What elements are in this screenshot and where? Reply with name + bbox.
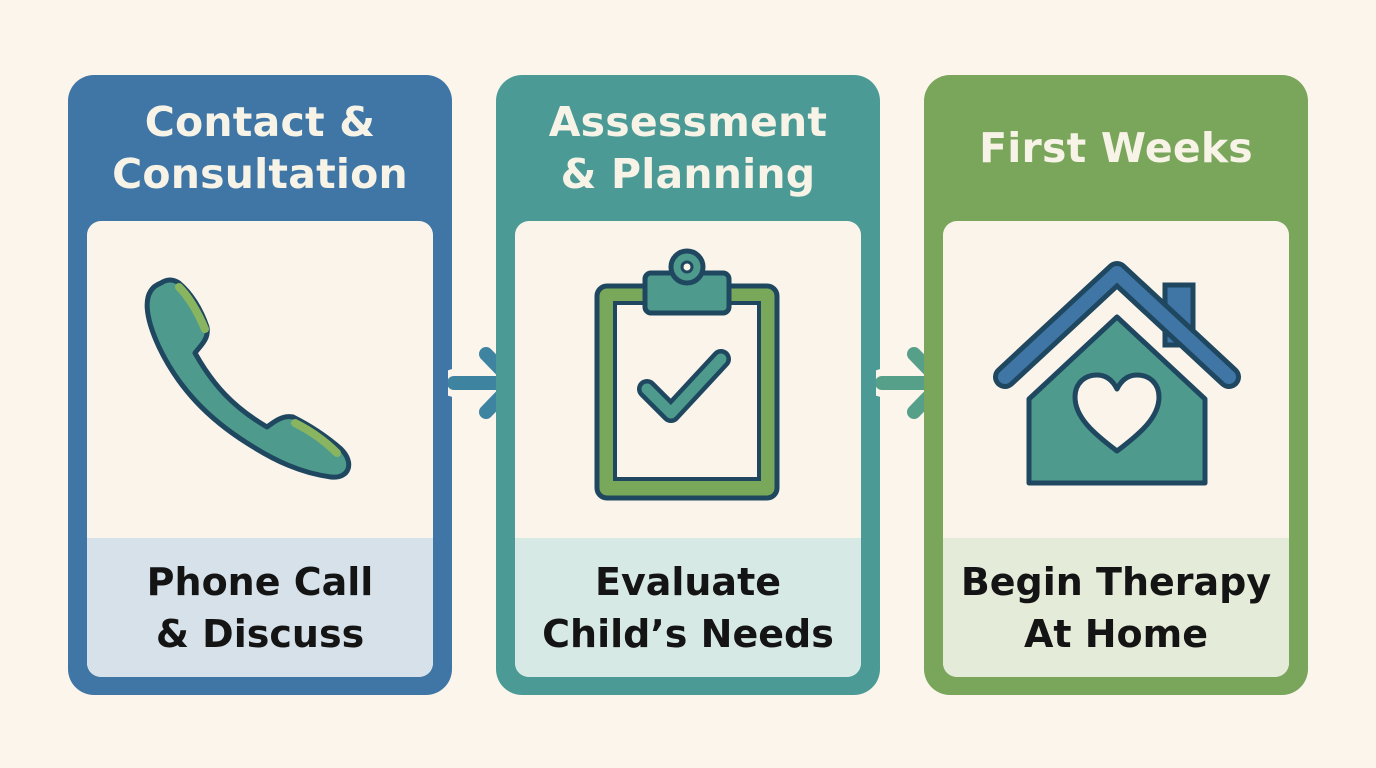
step-card-assessment: Assessment & Planning Evaluate Child’s N… <box>496 75 880 695</box>
step-caption: Begin Therapy At Home <box>943 538 1289 677</box>
step-icon-area <box>87 221 433 538</box>
step-panel: Phone Call & Discuss <box>87 221 433 677</box>
step-title: Assessment & Planning <box>548 97 828 198</box>
step-caption: Phone Call & Discuss <box>87 538 433 677</box>
clipboard-check-icon <box>594 248 780 501</box>
step-panel: Evaluate Child’s Needs <box>515 221 861 677</box>
step-panel: Begin Therapy At Home <box>943 221 1289 677</box>
step-icon-area <box>515 221 861 538</box>
step-card-first-weeks: First Weeks Begin Therapy At Home <box>924 75 1308 695</box>
phone-icon <box>144 277 352 480</box>
step-caption: Evaluate Child’s Needs <box>515 538 861 677</box>
step-card-contact: Contact & Consultation Phone Call & Disc… <box>68 75 452 695</box>
step-icon-area <box>943 221 1289 538</box>
step-title: First Weeks <box>979 123 1253 172</box>
step-title: Contact & Consultation <box>112 97 408 198</box>
house-heart-icon <box>993 261 1241 486</box>
